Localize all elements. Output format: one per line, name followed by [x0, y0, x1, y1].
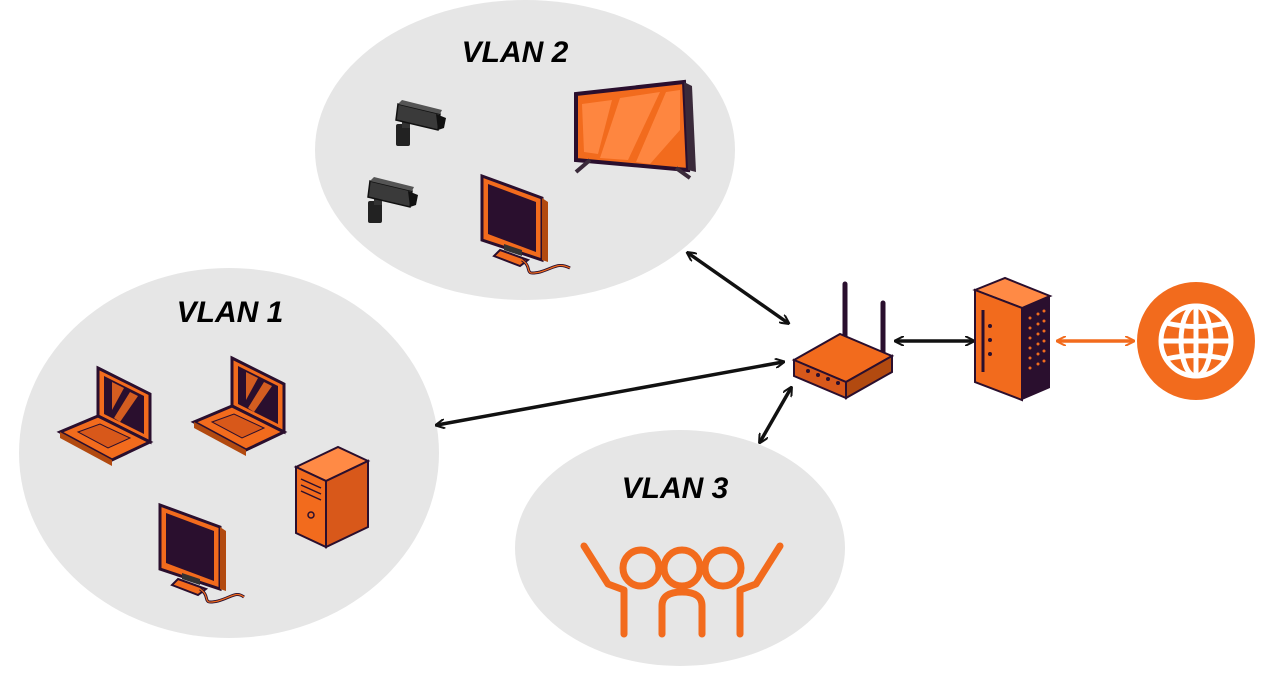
tv-icon	[574, 79, 696, 180]
security-camera-icon	[395, 100, 446, 146]
modem-icon	[972, 276, 1053, 402]
arrow-vlan2-router	[688, 253, 788, 323]
globe-icon	[1137, 282, 1255, 400]
security-camera-icon	[367, 177, 418, 223]
desktop-tower-icon	[293, 445, 371, 549]
group-people-icon	[580, 542, 784, 638]
vlan3-label: VLAN 3	[622, 472, 729, 505]
monitor-icon	[480, 173, 571, 275]
vlan2-bubble	[315, 0, 735, 300]
monitor-icon	[158, 502, 245, 604]
vlan2-label: VLAN 2	[462, 36, 569, 69]
vlan1-label: VLAN 1	[177, 296, 284, 329]
laptop-icon	[190, 355, 288, 456]
vlan1-bubble	[19, 268, 439, 638]
router-icon	[791, 281, 895, 400]
laptop-icon	[56, 365, 154, 466]
arrow-vlan1-router	[437, 362, 783, 425]
arrow-vlan3-router	[760, 388, 791, 442]
